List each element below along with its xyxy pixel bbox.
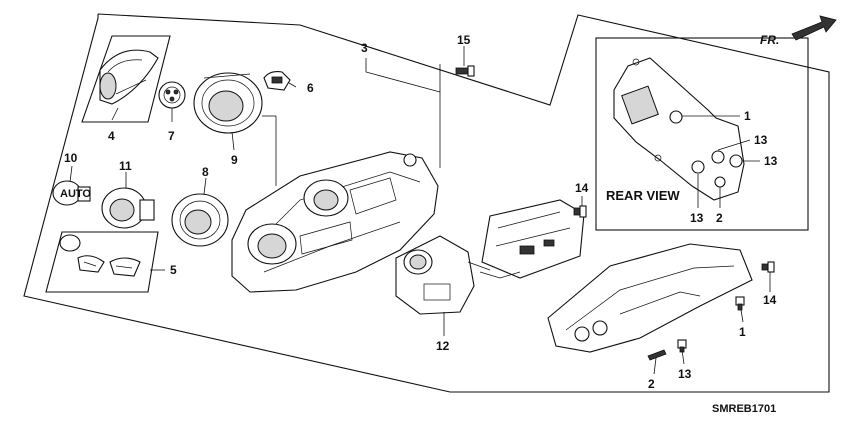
svg-text:AUTO: AUTO — [60, 188, 91, 200]
callout-12: 12 — [436, 339, 450, 353]
button-set — [59, 234, 141, 277]
small-knob — [158, 81, 186, 109]
front-direction-label: FR. — [760, 33, 779, 47]
rear-case — [547, 243, 753, 353]
callout-10: 10 — [64, 151, 78, 165]
screw-1-right — [735, 296, 745, 311]
diagram-part-code: SMREB1701 — [712, 403, 776, 415]
callout-3: 3 — [361, 41, 368, 55]
switch-knob — [263, 71, 291, 91]
leader-lines — [69, 46, 771, 375]
callout-15: 15 — [457, 33, 471, 47]
screw-14-right — [761, 261, 775, 273]
auto-button: AUTO — [52, 180, 91, 206]
rear-callout-13-c: 13 — [690, 211, 704, 225]
rear-view-title: REAR VIEW — [606, 188, 680, 203]
ring-bezel — [171, 193, 229, 247]
control-panel-housing — [231, 151, 439, 293]
rear-view-box — [595, 37, 809, 231]
callout-9: 9 — [231, 153, 238, 167]
callout-6: 6 — [307, 81, 314, 95]
rear-callout-13-a: 13 — [754, 133, 768, 147]
callout-14-mid: 14 — [575, 181, 589, 195]
rear-view-actuator — [613, 57, 745, 201]
screw-14-mid — [573, 205, 587, 218]
rear-callout-2: 2 — [716, 211, 723, 225]
callout-4: 4 — [108, 129, 115, 143]
callout-1-right: 1 — [739, 325, 746, 339]
callout-5: 5 — [170, 263, 177, 277]
button-group-5-box — [45, 231, 159, 293]
callout-7: 7 — [168, 129, 175, 143]
actuator-board — [395, 235, 491, 315]
circuit-board — [479, 199, 585, 279]
rear-callout-1: 1 — [744, 109, 751, 123]
rear-callout-13-b: 13 — [764, 154, 778, 168]
callout-13-right: 13 — [678, 367, 692, 381]
dial-knob — [101, 187, 155, 229]
callout-11: 11 — [119, 159, 132, 173]
screw-2-right — [647, 349, 667, 361]
knob-ring — [193, 72, 263, 134]
callout-2-right: 2 — [648, 377, 655, 391]
knob-faceplate — [99, 49, 159, 105]
callout-8: 8 — [202, 165, 209, 179]
screw-15 — [455, 65, 475, 77]
front-direction-arrow — [791, 15, 837, 41]
callout-14-right: 14 — [763, 293, 777, 307]
main-frame — [23, 13, 830, 393]
knob-group-4-box — [81, 35, 171, 123]
